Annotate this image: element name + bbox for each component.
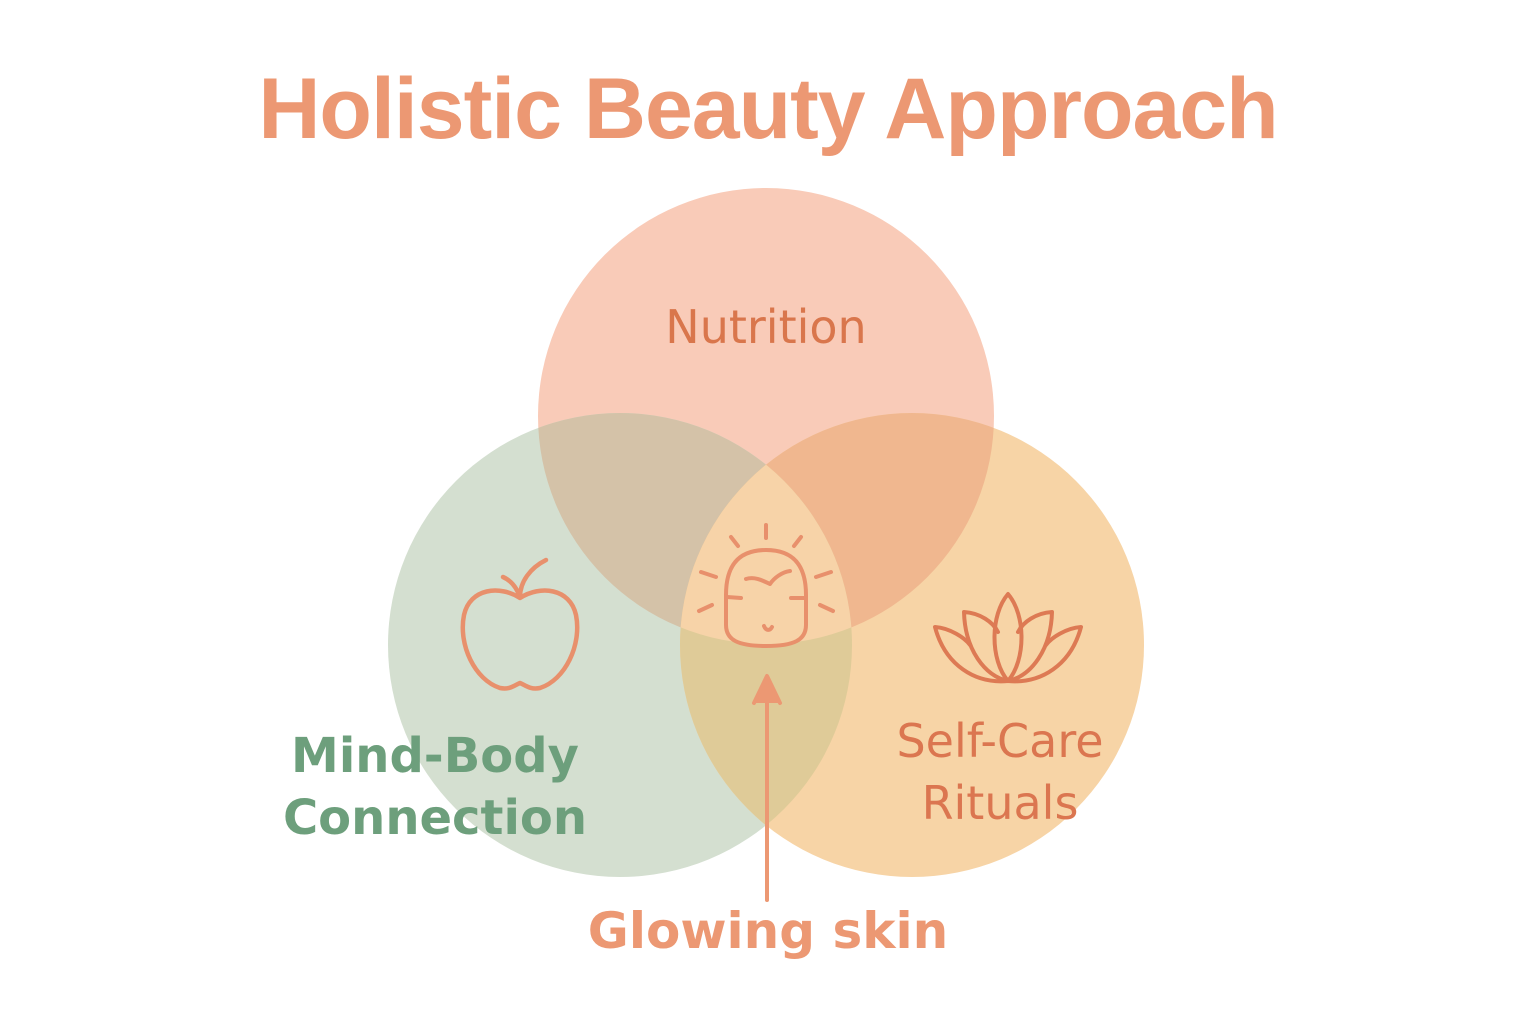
label-mind-body-line2: Connection bbox=[282, 790, 588, 846]
arrow-up-icon bbox=[752, 674, 782, 902]
label-self-care-line2: Rituals bbox=[921, 776, 1079, 830]
label-glowing-skin: Glowing skin bbox=[587, 902, 949, 960]
label-mind-body-line1: Mind-Body bbox=[291, 728, 579, 784]
label-nutrition: Nutrition bbox=[665, 300, 867, 354]
lotus-icon bbox=[933, 592, 1083, 684]
apple-icon bbox=[460, 557, 580, 691]
label-mind-body: Mind-Body Connection bbox=[270, 725, 600, 849]
label-self-care: Self-Care Rituals bbox=[850, 710, 1150, 834]
diagram-title: Holistic Beauty Approach bbox=[258, 61, 1278, 157]
label-self-care-line1: Self-Care bbox=[896, 714, 1104, 768]
glowing-face-icon bbox=[697, 523, 835, 648]
overlap-center bbox=[680, 413, 852, 644]
